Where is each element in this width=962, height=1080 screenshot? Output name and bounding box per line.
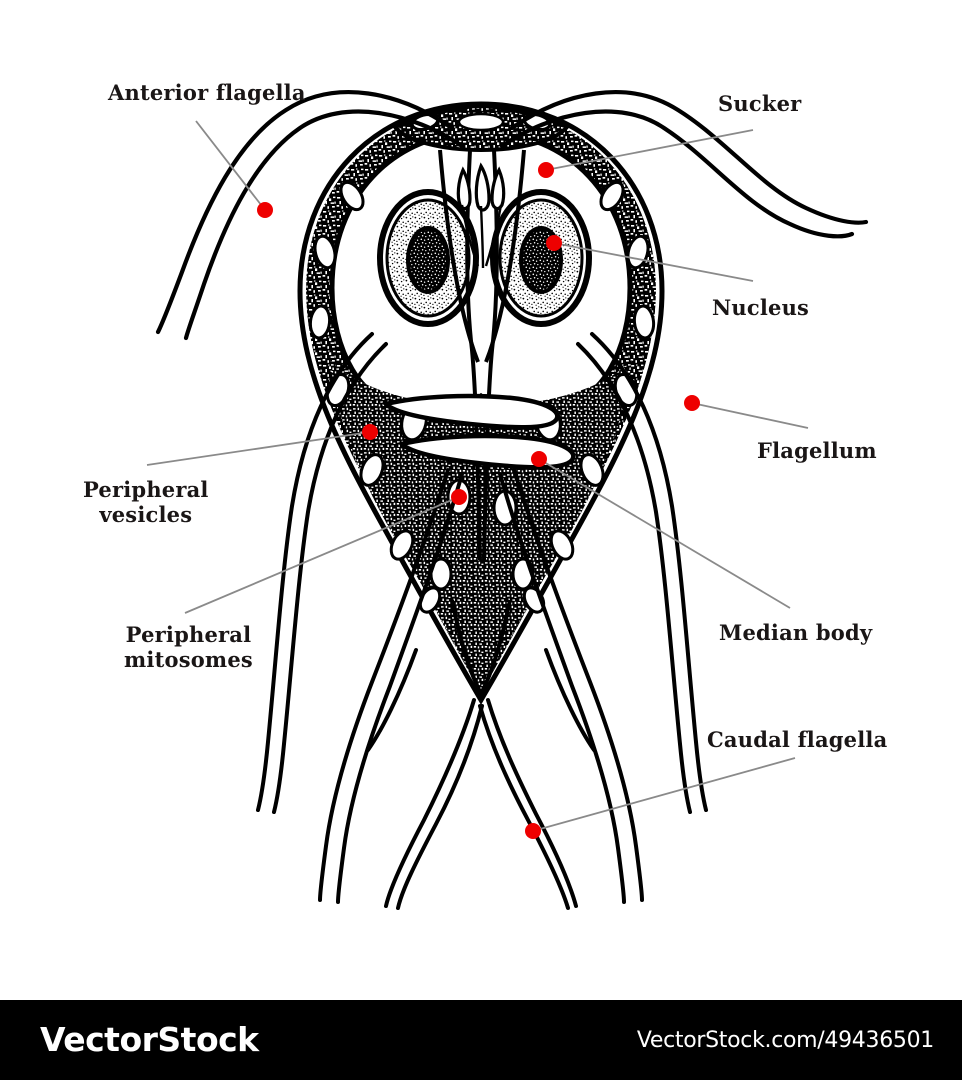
- marker-dot-nucleus: [546, 235, 562, 251]
- organism-body: [155, 90, 869, 910]
- label-nucleus: Nucleus: [712, 295, 810, 320]
- leader-line-nucleus: [553, 242, 754, 282]
- vectorstock-brand: VectorStock: [40, 1020, 259, 1059]
- median-body-group: [381, 393, 576, 470]
- label-peripheral-vesicles: Peripheral vesicles: [83, 477, 209, 527]
- axoneme-outer-left: [438, 149, 480, 363]
- watermark-footer: VectorStock VectorStock.com/49436501: [0, 1000, 962, 1080]
- marker-dot-peripheral-mitosomes: [451, 489, 467, 505]
- leader-line-caudal-flagella: [532, 757, 796, 832]
- caudal-neck: [450, 599, 512, 699]
- label-median-body: Median body: [719, 620, 873, 645]
- anterior-flagella-group: [155, 90, 869, 341]
- marker-dot-anterior-flagella: [257, 202, 273, 218]
- leader-line-peripheral-vesicles: [146, 431, 371, 466]
- lateral-flagella-group: [256, 332, 708, 814]
- nucleus-right: [490, 189, 592, 327]
- leader-line-sucker: [545, 129, 754, 171]
- marker-dot-flagellum: [684, 395, 700, 411]
- label-anterior-flagella: Anterior flagella: [108, 80, 306, 105]
- label-flagellum: Flagellum: [757, 438, 877, 463]
- giardia-diagram: [146, 90, 869, 910]
- leader-lines-group: [146, 120, 809, 832]
- ventral-flange-group: [456, 162, 506, 269]
- leader-line-anterior-flagella: [195, 120, 266, 211]
- vectorstock-url: VectorStock.com/49436501: [636, 1028, 934, 1053]
- flagella-stubs: [366, 648, 596, 752]
- label-peripheral-mitosomes: Peripheral mitosomes: [124, 622, 253, 672]
- marker-dot-peripheral-vesicles: [362, 424, 378, 440]
- axoneme-outer-right: [484, 149, 526, 363]
- leader-line-flagellum: [691, 402, 809, 429]
- leader-line-peripheral-mitosomes: [184, 496, 460, 614]
- marker-dot-sucker: [538, 162, 554, 178]
- leader-line-median-body: [538, 458, 791, 609]
- caudal-flagella-group: [384, 698, 578, 910]
- peripheral-vesicles-group: [308, 113, 656, 614]
- label-caudal-flagella: Caudal flagella: [707, 727, 888, 752]
- label-sucker: Sucker: [718, 91, 802, 116]
- marker-dots-group: [257, 162, 700, 839]
- marker-dot-caudal-flagella: [525, 823, 541, 839]
- marker-dot-median-body: [531, 451, 547, 467]
- ventral-flagella-group: [318, 468, 644, 904]
- sucker-vesicle: [457, 112, 505, 132]
